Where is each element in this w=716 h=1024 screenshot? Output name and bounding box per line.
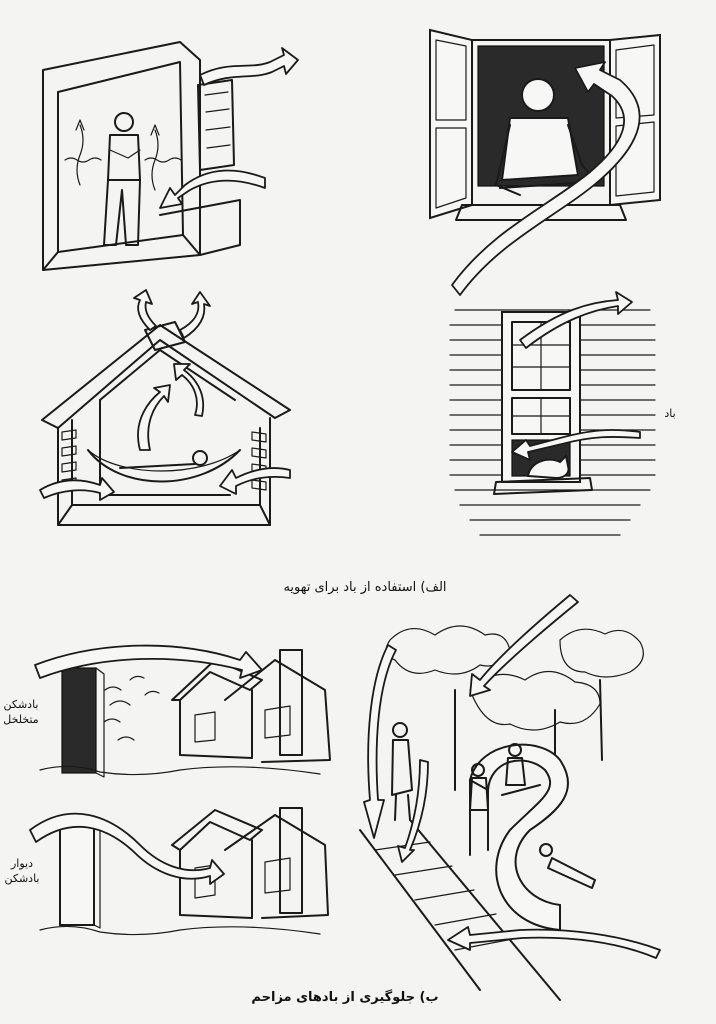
wall-windbreak-label-line2: بادشکن: [4, 872, 40, 885]
perforated-windbreak-label-line1: بادشکن: [3, 698, 39, 711]
window-man-illustration: [429, 28, 661, 296]
perforated-windbreak-illustration: [34, 644, 331, 778]
perforated-windbreak-label-line2: متخلخل: [3, 713, 39, 726]
section-b-caption: ب) جلوگیری از بادهای مزاحم: [251, 990, 439, 1005]
house-hammock-illustration: [39, 289, 291, 526]
section-a-caption: الف) استفاده از باد برای تهویه: [283, 580, 447, 595]
perforated-windbreak-label: بادشکن متخلخل: [0, 697, 42, 727]
room-ventilation-illustration: [42, 41, 299, 271]
wind-label: باد: [664, 407, 676, 420]
wall-windbreak-illustration: [29, 807, 329, 936]
garden-wall-illustration: [359, 594, 661, 1001]
wall-windbreak-label: دیوار بادشکن: [2, 856, 42, 886]
wall-windbreak-label-line1: دیوار: [10, 857, 33, 870]
sash-window-cat-illustration: [449, 291, 656, 536]
